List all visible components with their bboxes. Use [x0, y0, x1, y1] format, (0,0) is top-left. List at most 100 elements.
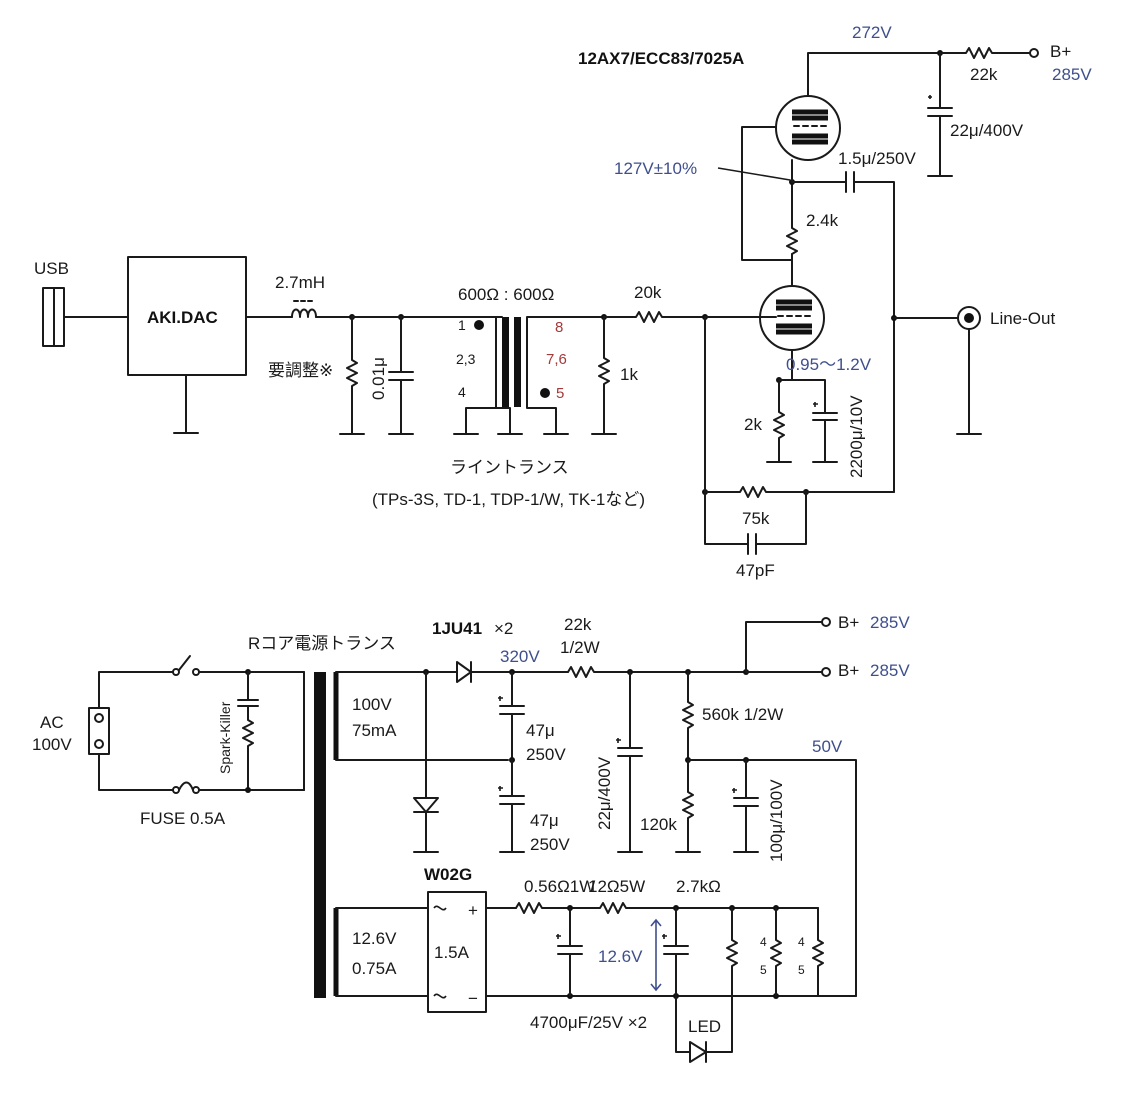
bplus-out2-voltage: 285V: [870, 661, 910, 680]
heater-chain: [515, 902, 824, 1063]
load-resistor-label: 1k: [620, 365, 638, 384]
bplus-outputs: [745, 617, 831, 677]
bplus-out2-label: B+: [838, 661, 859, 680]
power-switch: [172, 655, 249, 676]
coupling-capacitor: [791, 171, 895, 493]
coupling-capacitor-label: 1.5μ/250V: [838, 149, 917, 168]
line-out-label: Line-Out: [990, 309, 1055, 328]
cathode-capacitor-label: 2200μ/10V: [847, 395, 866, 478]
divider-bottom-label: 120k: [640, 815, 677, 834]
doubler-cap1-value: 47μ: [526, 721, 555, 740]
hv-winding-wires: [335, 671, 509, 761]
cathode-network: [766, 377, 838, 463]
power-transformer: [303, 671, 339, 998]
ac-label: AC: [40, 713, 64, 732]
ac-inlet: [88, 671, 177, 791]
heater-resistor1-label: 0.56Ω1W: [524, 877, 595, 896]
filter-cap-400v: [616, 671, 643, 853]
heater-resistor2-label: 12Ω5W: [588, 877, 645, 896]
rectified-voltage: 320V: [500, 647, 540, 666]
capacitor-label: 0.01μ: [369, 357, 388, 400]
line-out-jack: [891, 306, 982, 435]
heater-resistor3-label: 2.7kΩ: [676, 877, 721, 896]
cathode-resistor-label: 2k: [744, 415, 762, 434]
mid-voltage-leader: [717, 167, 791, 181]
doubler-capacitors: [498, 669, 525, 853]
rectifier-diodes: [413, 661, 569, 853]
transformer-pin-2-3: 2,3: [456, 351, 476, 367]
filter-cap-label: 22μ/400V: [595, 756, 614, 830]
transformer-ratio: 600Ω : 600Ω: [458, 285, 554, 304]
fuse-label: FUSE 0.5A: [140, 809, 226, 828]
transformer-pin-8: 8: [555, 319, 563, 336]
line-transformer: [453, 316, 605, 435]
diode-count: ×2: [494, 619, 513, 638]
load-resistor: [591, 314, 617, 435]
usb-connector: [42, 287, 129, 347]
heater2-pin-bottom: 5: [798, 963, 805, 977]
mid-resistor: [786, 179, 798, 255]
bplus-out1-label: B+: [838, 613, 859, 632]
lv-winding-wires: [335, 907, 429, 997]
plate-voltage: 272V: [852, 23, 892, 42]
divider-top-label: 560k 1/2W: [702, 705, 783, 724]
lower-tube: [759, 253, 825, 381]
mid-voltage: 127V±10%: [614, 159, 697, 178]
upper-tube: [741, 52, 941, 261]
dac-module: [127, 256, 247, 434]
usb-label: USB: [34, 259, 69, 278]
transformer-pin-5: 5: [556, 385, 564, 402]
mid-resistor-label: 2.4k: [806, 211, 839, 230]
feedback-resistor-label: 75k: [742, 509, 770, 528]
dropping-resistor: [567, 666, 749, 678]
power-section: AC 100V FUSE 0.5A Spark-Killer: [32, 613, 910, 1063]
bplus-capacitor-label: 22μ/400V: [950, 121, 1024, 140]
diode-label: 1JU41: [432, 619, 482, 638]
bias-voltage: 50V: [812, 737, 843, 756]
input-resistor-label: 20k: [634, 283, 662, 302]
power-transformer-label: Rコア電源トランス: [248, 634, 396, 653]
heater2-pin-top: 4: [798, 935, 805, 949]
bplus-resistor-label: 22k: [970, 65, 998, 84]
doubler-cap2-voltage: 250V: [530, 835, 570, 854]
ac-voltage: 100V: [32, 735, 72, 754]
led-label: LED: [688, 1017, 721, 1036]
transformer-pin-4: 4: [458, 384, 466, 400]
doubler-cap1-voltage: 250V: [526, 745, 566, 764]
input-resistor: [603, 311, 761, 323]
heater1-pin-top: 4: [760, 935, 767, 949]
heater-voltage: 12.6V: [598, 947, 643, 966]
fuse: [172, 781, 305, 794]
inductor: [245, 300, 353, 318]
bridge-rectifier: [427, 891, 857, 1013]
divider-cap-label: 100μ/100V: [767, 779, 786, 862]
dac-label: AKI.DAC: [147, 308, 218, 327]
bplus-top-voltage: 285V: [1052, 65, 1092, 84]
hv-winding-voltage: 100V: [352, 695, 392, 714]
spark-killer: [237, 669, 305, 793]
feedback-network: [702, 316, 895, 555]
dropping-resistor-power: 1/2W: [560, 638, 600, 657]
lv-winding-voltage: 12.6V: [352, 929, 397, 948]
adjust-resistor: [339, 314, 365, 435]
bridge-plus: +: [468, 901, 478, 920]
feedback-capacitor-label: 47pF: [736, 561, 775, 580]
spark-killer-label: Spark-Killer: [217, 701, 233, 774]
bias-divider: [675, 671, 857, 997]
transformer-pin-1: 1: [458, 317, 466, 333]
bridge-label: W02G: [424, 865, 472, 884]
filter-capacitor: [351, 314, 461, 435]
inductor-label: 2.7mH: [275, 273, 325, 292]
tube-label: 12AX7/ECC83/7025A: [578, 49, 744, 68]
transformer-name: ライントランス: [450, 458, 569, 477]
bplus-top-label: B+: [1050, 42, 1071, 61]
heater1-pin-bottom: 5: [760, 963, 767, 977]
bplus-resistor-top: [937, 47, 1039, 59]
transformer-pin-7-6: 7,6: [546, 351, 567, 368]
bridge-current: 1.5A: [434, 943, 470, 962]
bplus-capacitor: [927, 52, 953, 177]
amplifier-section: USB AKI.DAC 2.7mH 要調整※ 0.01μ: [34, 23, 1092, 580]
cathode-voltage: 0.95～1.2V: [786, 355, 872, 374]
lv-winding-current: 0.75A: [352, 959, 397, 978]
